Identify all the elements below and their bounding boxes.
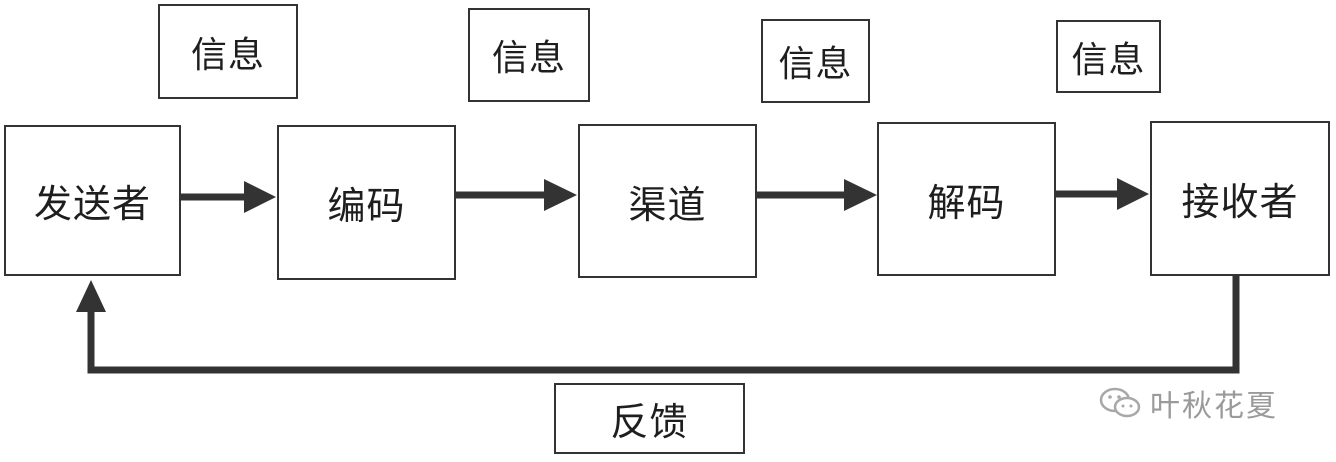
sender-node: 发送者 xyxy=(4,125,181,276)
encode-node: 编码 xyxy=(277,125,456,280)
receiver-node: 接收者 xyxy=(1150,121,1330,276)
arrow-decode-to-receiver xyxy=(1056,178,1149,210)
arrow-sender-to-encode xyxy=(181,181,276,213)
watermark-text: 叶秋花夏 xyxy=(1150,389,1278,424)
feedback-label: 反馈 xyxy=(554,383,745,454)
message-label-4: 信息 xyxy=(1056,20,1161,93)
decode-node: 解码 xyxy=(877,122,1056,276)
watermark: 叶秋花夏 xyxy=(1098,382,1278,424)
message-label-2: 信息 xyxy=(468,8,590,102)
arrow-encode-to-channel xyxy=(456,179,577,211)
message-label-3: 信息 xyxy=(761,19,870,103)
feedback-loop-arrow xyxy=(76,276,1240,374)
arrow-channel-to-decode xyxy=(757,179,877,211)
channel-node: 渠道 xyxy=(578,124,757,278)
wechat-icon xyxy=(1099,387,1141,418)
message-label-1: 信息 xyxy=(158,4,298,99)
